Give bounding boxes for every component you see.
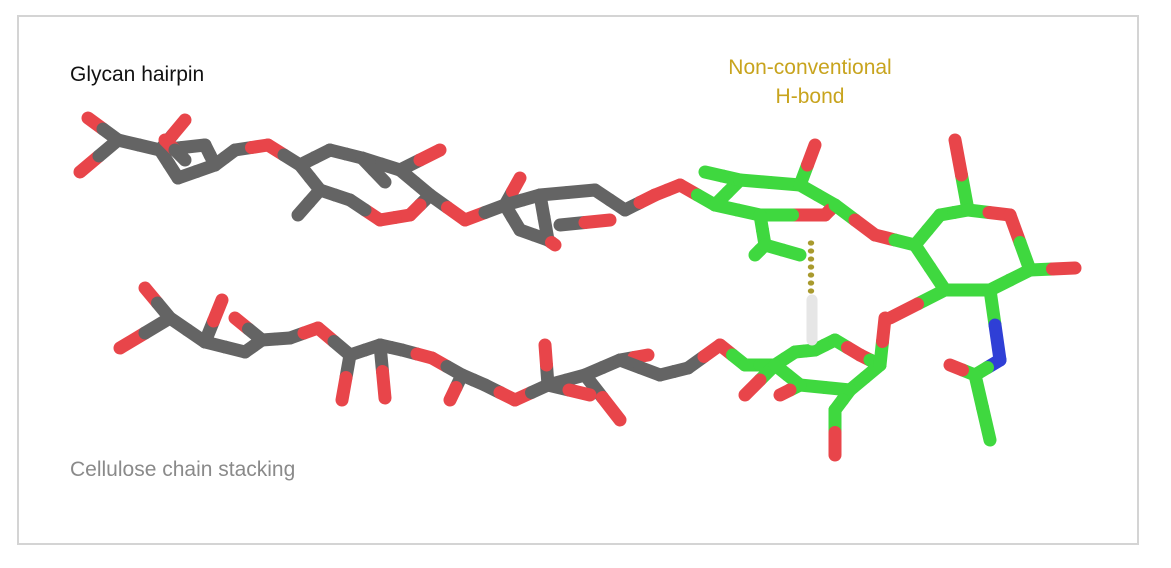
bond-segment <box>908 238 937 274</box>
bond-segment <box>708 198 744 217</box>
bond-segment <box>738 373 767 402</box>
hbond-dash <box>807 256 815 262</box>
bond-segment <box>883 297 924 325</box>
hbond-dash <box>807 248 815 254</box>
bond-segment <box>291 196 316 222</box>
bond-segment <box>948 133 968 182</box>
bond-segment <box>768 358 794 382</box>
bond-segment <box>168 143 192 167</box>
hbond-dash <box>807 288 815 294</box>
bond-segment <box>773 383 797 402</box>
bond-segment <box>335 371 353 407</box>
bond-segment <box>562 383 597 402</box>
hbond-dash <box>807 280 815 286</box>
hydrogen-bond <box>807 240 815 294</box>
bond-segment <box>976 401 997 447</box>
bond-segment <box>538 338 553 372</box>
bond-segment <box>242 322 269 347</box>
molecule-bonds <box>73 111 1082 462</box>
hbond-dash <box>807 240 815 246</box>
stacking-label: Cellulose chain stacking <box>70 458 296 481</box>
bond-segment <box>943 358 969 377</box>
bond-segment <box>627 348 655 364</box>
bond-segment <box>545 236 562 252</box>
bond-segment <box>578 213 617 229</box>
bond-segment <box>776 243 807 262</box>
figure-frame <box>17 15 1139 545</box>
bond-segment <box>166 113 192 142</box>
bond-segment <box>367 163 392 189</box>
bond-segment <box>876 311 892 348</box>
bond-segment <box>698 165 729 183</box>
hbond-dash <box>807 264 815 270</box>
bond-segment <box>596 391 627 427</box>
bond-segment <box>443 381 463 407</box>
hbond-dash <box>807 272 815 278</box>
bond-segment <box>801 138 822 172</box>
bond-segment <box>498 198 519 224</box>
hbond-label-line2: H-bond <box>775 85 845 108</box>
bond-segment <box>1046 261 1082 276</box>
bond-segment <box>207 293 229 328</box>
hbond-label-line1: Non-conventional <box>728 56 892 79</box>
bond-segment <box>376 365 392 405</box>
bond-segment <box>748 243 767 262</box>
hbond-label: Non-conventional H-bond <box>680 53 940 111</box>
bond-segment <box>413 143 447 167</box>
bond-segment <box>293 158 317 184</box>
bond-segment <box>506 171 527 198</box>
figure-title: Glycan hairpin <box>70 63 205 86</box>
